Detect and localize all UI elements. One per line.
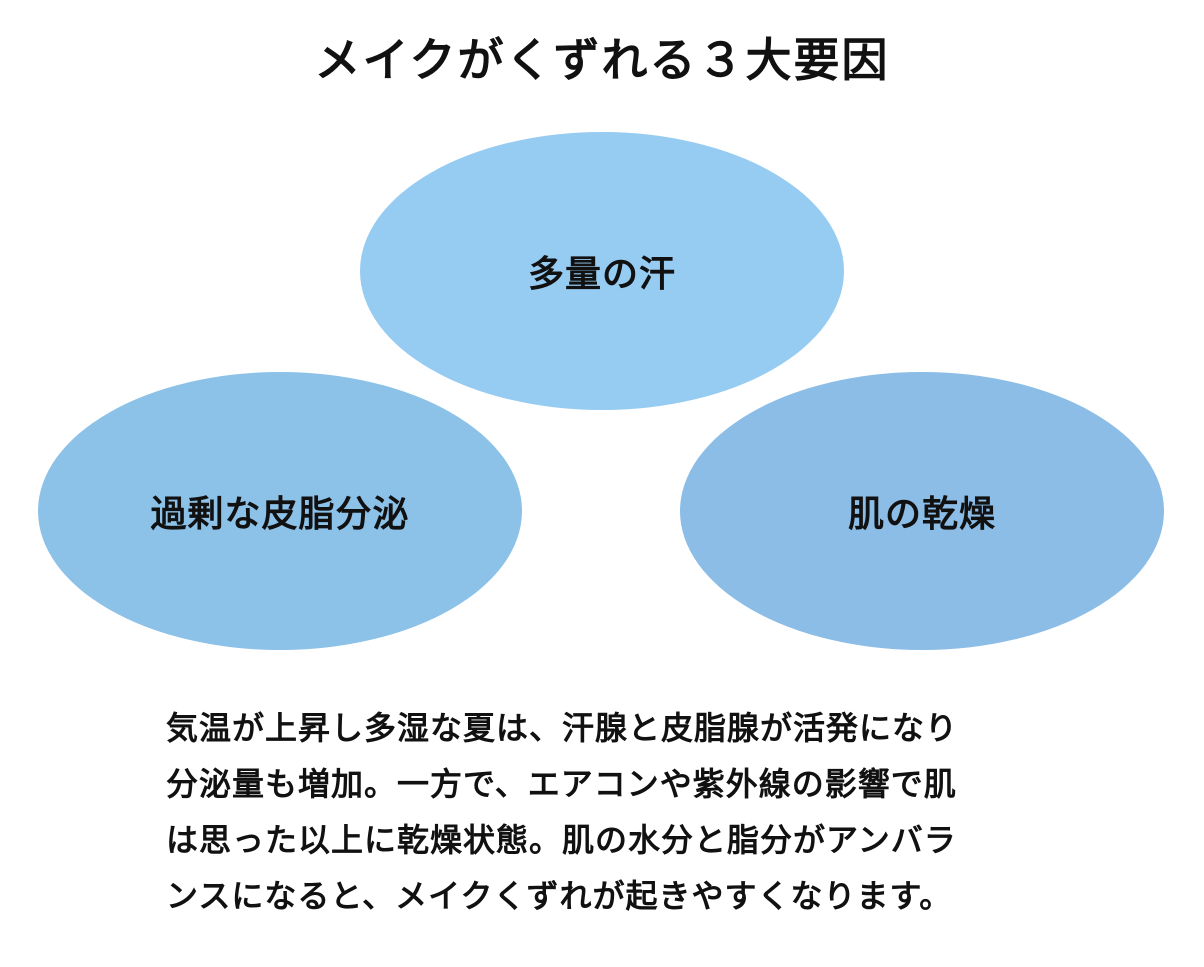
description-text: 気温が上昇し多湿な夏は、汗腺と皮脂腺が活発になり 分泌量も増加。一方で、エアコン… (166, 700, 1066, 924)
factor-label-sweat: 多量の汗 (527, 254, 676, 295)
factor-ellipse-dryness: 肌の乾燥 (680, 372, 1164, 650)
factor-ellipse-sebum: 過剰な皮脂分泌 (38, 372, 522, 650)
factor-ellipse-sweat: 多量の汗 (360, 132, 844, 410)
factor-label-dryness: 肌の乾燥 (847, 494, 996, 535)
factor-label-sebum: 過剰な皮脂分泌 (150, 494, 410, 535)
description-line: ンスになると、メイクくずれが起きやすくなります。 (166, 877, 953, 915)
description-line: 気温が上昇し多湿な夏は、汗腺と皮脂腺が活発になり (166, 709, 959, 747)
description-line: は思った以上に乾燥状態。肌の水分と脂分がアンバラ (166, 821, 957, 859)
diagram-title: メイクがくずれる３大要因 (314, 33, 890, 87)
description-line: 分泌量も増加。一方で、エアコンや紫外線の影響で肌 (166, 765, 957, 803)
